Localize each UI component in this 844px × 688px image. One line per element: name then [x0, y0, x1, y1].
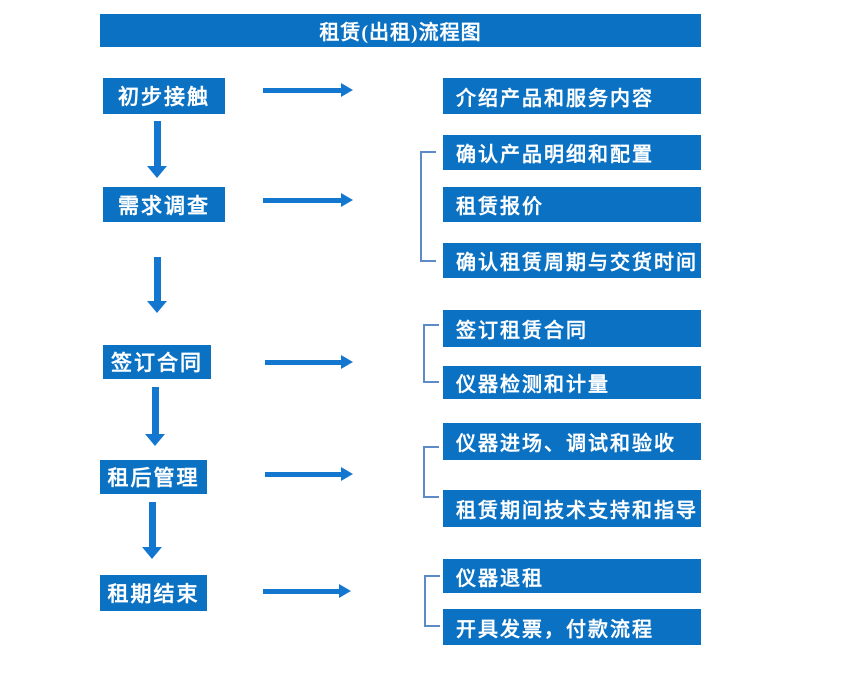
arrow-head [341, 355, 353, 369]
arrow-shaft [265, 472, 342, 477]
arrow-head [142, 547, 162, 559]
detail-box-introduce-products: 介绍产品和服务内容 [443, 78, 701, 114]
detail-box-invoice-payment: 开具发票，付款流程 [443, 609, 701, 645]
step-box-initial-contact: 初步接触 [103, 78, 225, 114]
arrow-shaft [154, 257, 161, 302]
arrow-head [339, 584, 351, 598]
step-box-post-rental-management: 租后管理 [100, 460, 207, 494]
arrow-right-icon [263, 193, 353, 207]
group-bracket [423, 446, 439, 498]
arrow-head [341, 193, 353, 207]
detail-box-instrument-setup-acceptance: 仪器进场、调试和验收 [443, 423, 701, 460]
group-bracket [423, 324, 439, 383]
arrow-down-icon [147, 257, 168, 313]
arrow-shaft [265, 360, 342, 365]
title-bar: 租赁(出租)流程图 [100, 14, 701, 47]
detail-box-instrument-testing: 仪器检测和计量 [443, 366, 701, 399]
detail-box-technical-support: 租赁期间技术支持和指导 [443, 490, 701, 527]
detail-box-confirm-period-delivery: 确认租赁周期与交货时间 [443, 243, 701, 278]
arrow-right-icon [265, 355, 353, 369]
bracket-tick [425, 324, 439, 326]
group-bracket [424, 575, 440, 627]
arrow-down-icon [145, 387, 166, 446]
group-bracket [420, 151, 436, 262]
bracket-tick [425, 381, 439, 383]
arrow-right-icon [263, 584, 351, 598]
arrow-shaft [152, 387, 159, 435]
bracket-tick [422, 260, 436, 262]
bracket-tick [426, 575, 440, 577]
step-box-rental-end: 租期结束 [100, 575, 207, 611]
bracket-tick [426, 625, 440, 627]
arrow-down-icon [142, 502, 163, 559]
arrow-head [145, 434, 165, 446]
arrow-right-icon [263, 83, 353, 97]
bracket-tick [425, 496, 439, 498]
arrow-down-icon [147, 121, 168, 178]
step-box-demand-survey: 需求调查 [103, 187, 225, 222]
bracket-tick [425, 446, 439, 448]
arrow-shaft [263, 589, 340, 594]
arrow-head [147, 301, 167, 313]
detail-box-rental-quotation: 租赁报价 [443, 187, 701, 222]
page-title: 租赁(出租)流程图 [319, 22, 482, 44]
arrow-head [147, 166, 167, 178]
arrow-shaft [263, 198, 342, 203]
detail-box-confirm-product-config: 确认产品明细和配置 [443, 135, 701, 170]
bracket-tick [422, 151, 436, 153]
detail-box-instrument-return: 仪器退租 [443, 559, 701, 593]
arrow-right-icon [265, 467, 353, 481]
step-box-sign-contract: 签订合同 [103, 345, 211, 379]
arrow-shaft [263, 88, 342, 93]
detail-box-sign-rental-contract: 签订租赁合同 [443, 310, 701, 347]
arrow-head [341, 83, 353, 97]
arrow-shaft [154, 121, 161, 167]
arrow-head [341, 467, 353, 481]
arrow-shaft [149, 502, 156, 548]
